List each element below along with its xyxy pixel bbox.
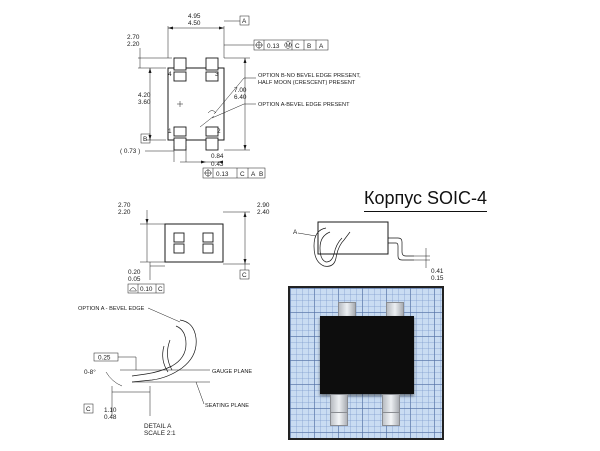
side-height-max: 2.70 — [118, 202, 131, 209]
fcf2-datum-b: B — [259, 171, 263, 178]
pin-1-label: 1 — [168, 128, 172, 135]
foot-length-max: 1.10 — [104, 407, 117, 414]
span-min: 6.40 — [234, 94, 247, 101]
width-min: 4.50 — [188, 20, 201, 27]
detail-title: DETAIL A — [144, 423, 172, 430]
foot-length-min: 0.48 — [104, 414, 117, 421]
package-photo — [288, 286, 444, 440]
fcf-datum-a: A — [319, 43, 324, 50]
height2-max: 4.20 — [138, 92, 151, 99]
foot-angle: 0-8° — [84, 368, 96, 376]
pin-2-label: 2 — [217, 128, 221, 135]
lead-width-max: 0.84 — [211, 153, 224, 160]
lead-thickness-min: 0.15 — [431, 275, 444, 282]
option-b-note-2: HALF MOON (CRESCENT) PRESENT — [258, 80, 356, 86]
pin-4-label: 4 — [168, 71, 172, 78]
fcf-datum-c: C — [295, 43, 300, 50]
fcf2-datum-a: A — [251, 171, 256, 178]
gauge-dim: 0.25 — [98, 355, 111, 362]
side-h2-min: 2.40 — [257, 209, 270, 216]
pin-3-label: 3 — [215, 71, 219, 78]
detail-option-a: OPTION A - BEVEL EDGE — [78, 306, 145, 312]
side-h2-max: 2.90 — [257, 202, 270, 209]
side-height-min: 2.20 — [118, 209, 131, 216]
height2-min: 3.60 — [138, 99, 151, 106]
fcf2-value: 0.13 — [216, 171, 229, 178]
lead-thickness-max: 0.41 — [431, 268, 444, 275]
fcf-modifier: M — [286, 43, 291, 49]
chip-lead — [382, 394, 400, 414]
detail-a: OPTION A - BEVEL EDGE GAUGE PLANE SEATIN… — [78, 306, 252, 437]
side-view: 2.70 2.20 2.90 2.40 C 0.20 0.05 0.10 C — [118, 202, 270, 294]
span-max: 7.00 — [234, 87, 247, 94]
flatness-value: 0.10 — [140, 286, 153, 293]
end-view: A 0.41 0.15 — [293, 221, 444, 282]
datum-a-label: A — [242, 18, 247, 25]
flatness-datum: C — [158, 286, 163, 293]
chip-body — [320, 316, 414, 394]
fcf-datum-b: B — [307, 43, 311, 50]
fcf2-datum-c: C — [240, 171, 245, 178]
side-view-body — [164, 223, 224, 263]
detail-datum-c: C — [86, 406, 91, 413]
package-heading: Корпус SOIC-4 — [364, 188, 488, 212]
standoff-min: 0.05 — [128, 276, 141, 283]
end-view-body — [317, 221, 389, 255]
end-view-label-a: A — [293, 229, 298, 236]
standoff-max: 0.20 — [128, 269, 141, 276]
ref-dim: ( 0.73 ) — [120, 148, 140, 155]
chip-lead-tip — [382, 412, 400, 426]
top-view: 4.95 4.50 A 0.13 M C B A 4 3 1 — [120, 13, 361, 179]
lead-width-min: 0.43 — [211, 161, 224, 168]
datum-b-label: B — [143, 136, 147, 143]
detail-scale: SCALE 2:1 — [144, 430, 176, 437]
option-a-note: OPTION A-BEVEL EDGE PRESENT — [258, 102, 350, 108]
side-datum-c: C — [242, 272, 247, 279]
chip-lead-tip — [330, 412, 348, 426]
option-b-note-1: OPTION B-NO BEVEL EDGE PRESENT, — [258, 73, 361, 79]
width-max: 4.95 — [188, 13, 201, 20]
chip-lead — [330, 394, 348, 414]
fcf-value: 0.13 — [267, 43, 280, 50]
gauge-plane-label: GAUGE PLANE — [212, 369, 252, 375]
height1-min: 2.20 — [127, 41, 140, 48]
height1-max: 2.70 — [127, 34, 140, 41]
seating-plane-label: SEATING PLANE — [205, 403, 249, 409]
